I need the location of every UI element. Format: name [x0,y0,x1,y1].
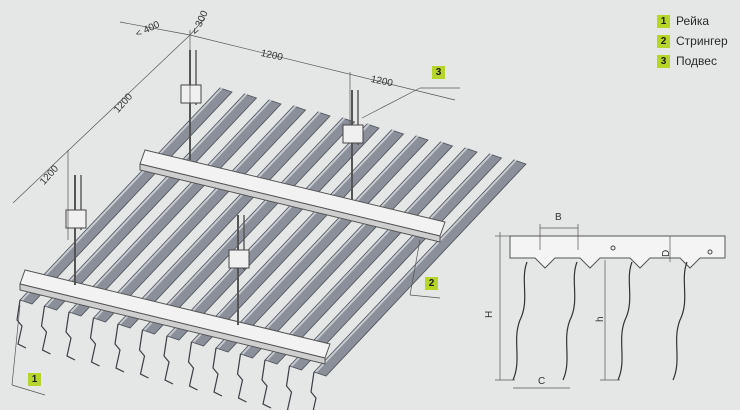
stringer-back [139,149,446,243]
stringer-front [19,269,331,365]
slat-highlight [290,153,493,367]
legend: 1 Рейка 2 Стрингер 3 Подвес [657,12,728,72]
slats-group [16,87,527,410]
slat-highlight [21,87,223,301]
hanger [65,175,87,285]
slat [313,159,527,377]
profile-detail [495,224,726,389]
callout-stringer: 2 [425,277,438,290]
legend-item-slat: 1 Рейка [657,12,728,30]
detail-label-d: D [661,249,672,257]
slat-highlight [217,135,419,349]
slat-highlight [315,159,517,373]
callout-hanger: 3 [432,66,445,79]
legend-item-hanger: 3 Подвес [657,52,728,70]
slat-profile-edge [40,305,51,355]
dimension-lines [11,17,460,396]
slat-profile-edge [163,335,174,385]
legend-label: Рейка [676,14,710,28]
slat-highlight [266,147,468,361]
legend-number: 2 [657,34,670,48]
hanger [342,90,364,200]
hangers-group [65,50,364,325]
detail-label-h-big: H [484,310,495,318]
slat-profile-edge [212,347,223,397]
slat-profile-edge [236,353,247,403]
slat-profile-edge [187,341,198,391]
slat-highlight [45,93,248,307]
legend-item-stringer: 2 Стрингер [657,32,728,50]
slat-profile-edge [310,371,317,410]
callout-slat: 1 [28,373,41,386]
slat-highlight [241,141,444,355]
slat-highlight [119,111,321,325]
slat-profile-edge [114,323,125,373]
slat-highlight [70,99,272,313]
slat-profile-edge [138,329,149,379]
slat-highlight [192,129,395,343]
slat-profile-edge [16,299,27,349]
slat-profile-edge [261,359,272,409]
detail-label-b: B [555,212,562,223]
slat-highlight [168,123,370,337]
slat-profile-edge [65,311,76,361]
slat-profile-edge [285,365,293,410]
detail-label-h-small: h [595,316,606,322]
legend-number: 3 [657,54,670,68]
hanger [228,215,250,325]
legend-label: Подвес [676,54,717,68]
legend-label: Стрингер [676,34,728,48]
slat-profile-edge [89,317,100,367]
slat-highlight [94,105,297,319]
legend-number: 1 [657,14,670,28]
detail-label-c: C [538,376,546,387]
